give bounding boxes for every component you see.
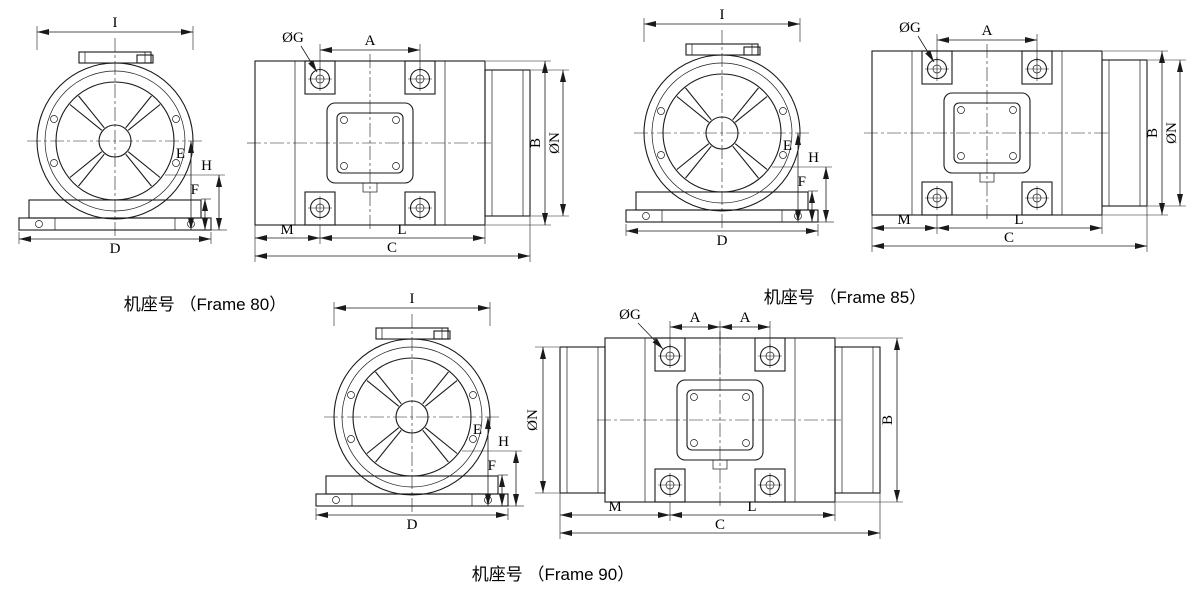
dim-label-L: L [747, 499, 756, 515]
dim-label-A: A [365, 33, 376, 49]
dim-label-D: D [407, 517, 418, 533]
dim-label-G: ØG [619, 307, 641, 323]
dim-label-M: M [280, 222, 293, 238]
dim-label-D: D [717, 233, 728, 249]
dim-label-N: ØN [547, 132, 563, 154]
dim-label-G: ØG [282, 30, 304, 46]
frame80-drawing: I D E H F ØG A B ØN M L C 机座号 （Frame 80） [18, 15, 569, 314]
end-cap-right [834, 346, 881, 494]
motor-front-view [315, 313, 509, 515]
dim-label-M: M [608, 499, 621, 515]
caption-frame80: 机座号 （Frame 80） [124, 295, 286, 314]
dim-label-C: C [1004, 230, 1014, 246]
dimension-lines [626, 18, 834, 236]
dim-label-G: ØG [899, 20, 921, 36]
dim-label-I: I [720, 7, 725, 23]
frame85-drawing: I D E H F ØG A B ØN M L C 机座号 （Frame 85） [625, 7, 1186, 307]
end-cap [484, 69, 531, 217]
dim-label-N: ØN [525, 409, 541, 431]
dim-label-A: A [982, 23, 993, 39]
frame90-side-view: ØG A A ØN B M L C [525, 307, 903, 539]
dim-label-C: C [387, 240, 397, 256]
end-cap [1101, 59, 1148, 207]
dimension-lines [255, 44, 569, 262]
dim-label-A2: A [740, 310, 751, 326]
dim-label-L: L [1014, 212, 1023, 228]
dim-label-H: H [498, 434, 509, 450]
dim-label-C: C [715, 517, 725, 533]
motor-front-view [18, 37, 212, 239]
dim-label-D: D [110, 241, 121, 257]
dim-label-E: E [473, 422, 482, 438]
dim-label-H: H [201, 158, 212, 174]
dim-label-I: I [410, 291, 415, 307]
dim-label-M: M [897, 212, 910, 228]
frame80-side-view: ØG A B ØN M L C [246, 30, 569, 262]
dim-label-N: ØN [1164, 122, 1180, 144]
frame80-front-view: I D E H F [18, 15, 227, 257]
frame90-front-view: I D E H F [315, 291, 524, 533]
motor-side-view [863, 43, 1111, 223]
frame85-front-view: I D E H F [625, 7, 834, 249]
motor-side-view [246, 53, 494, 233]
motor-front-view [625, 29, 819, 231]
dim-label-H: H [808, 150, 819, 166]
dim-label-A1: A [690, 310, 701, 326]
caption-frame85: 机座号 （Frame 85） [764, 288, 926, 307]
dimension-lines [19, 26, 227, 244]
caption-frame90: 机座号 （Frame 90） [472, 565, 634, 584]
dim-label-I: I [113, 15, 118, 31]
dim-label-E: E [783, 138, 792, 154]
dim-label-F: F [191, 182, 199, 198]
dim-label-B: B [880, 415, 896, 425]
dim-label-F: F [488, 458, 496, 474]
dim-label-F: F [798, 174, 806, 190]
frame90-drawing: I D E H F [315, 291, 903, 584]
frame85-side-view: ØG A B ØN M L C [863, 20, 1186, 252]
dim-label-E: E [176, 146, 185, 162]
dim-label-B: B [528, 138, 544, 148]
dim-label-B: B [1145, 128, 1161, 138]
dimension-lines [316, 302, 524, 520]
dim-label-L: L [397, 222, 406, 238]
dimension-lines [872, 34, 1186, 252]
dimension-lines [535, 321, 903, 539]
